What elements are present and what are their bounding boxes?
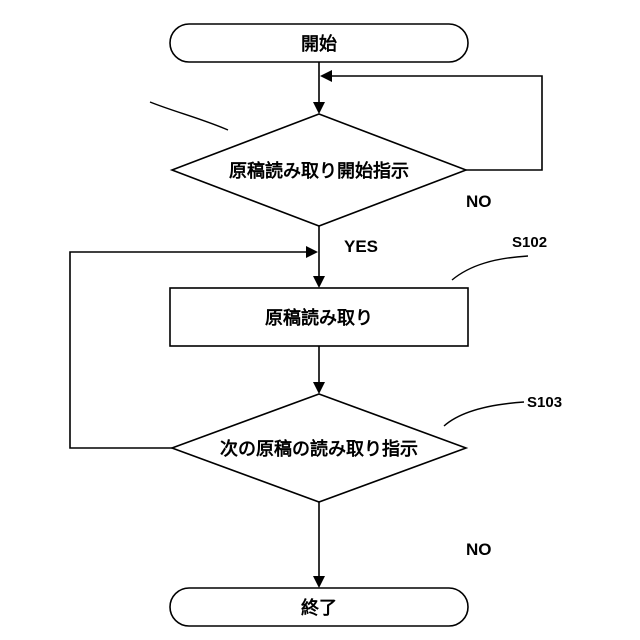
decision1-yes-label: YES [344,237,378,256]
decision2-ref: S103 [527,394,562,411]
process-ref: S102 [512,234,547,251]
decision1-label: 原稿読み取り開始指示 [229,160,409,182]
start-terminator: 開始 [170,24,468,62]
decision2-no-label: NO [466,540,492,559]
arrowhead [306,246,318,258]
arrowhead [313,102,325,114]
decision1-no-label: NO [466,192,492,211]
arrowhead [313,576,325,588]
decision2-diamond: 次の原稿の読み取り指示 [172,394,466,502]
start-label: 開始 [301,33,337,55]
arrowhead [313,276,325,288]
process-box: 原稿読み取り [170,288,468,346]
process-ref-leader [452,256,528,280]
decision2-ref-leader [444,402,524,426]
decision2-label: 次の原稿の読み取り指示 [220,438,418,460]
decision1-diamond: 原稿読み取り開始指示 [172,114,466,226]
arrowhead [313,382,325,394]
end-terminator: 終了 [170,588,468,626]
end-label: 終了 [301,597,337,619]
reference-leader-line [150,102,228,130]
arrowhead [320,70,332,82]
process-label: 原稿読み取り [265,307,373,329]
